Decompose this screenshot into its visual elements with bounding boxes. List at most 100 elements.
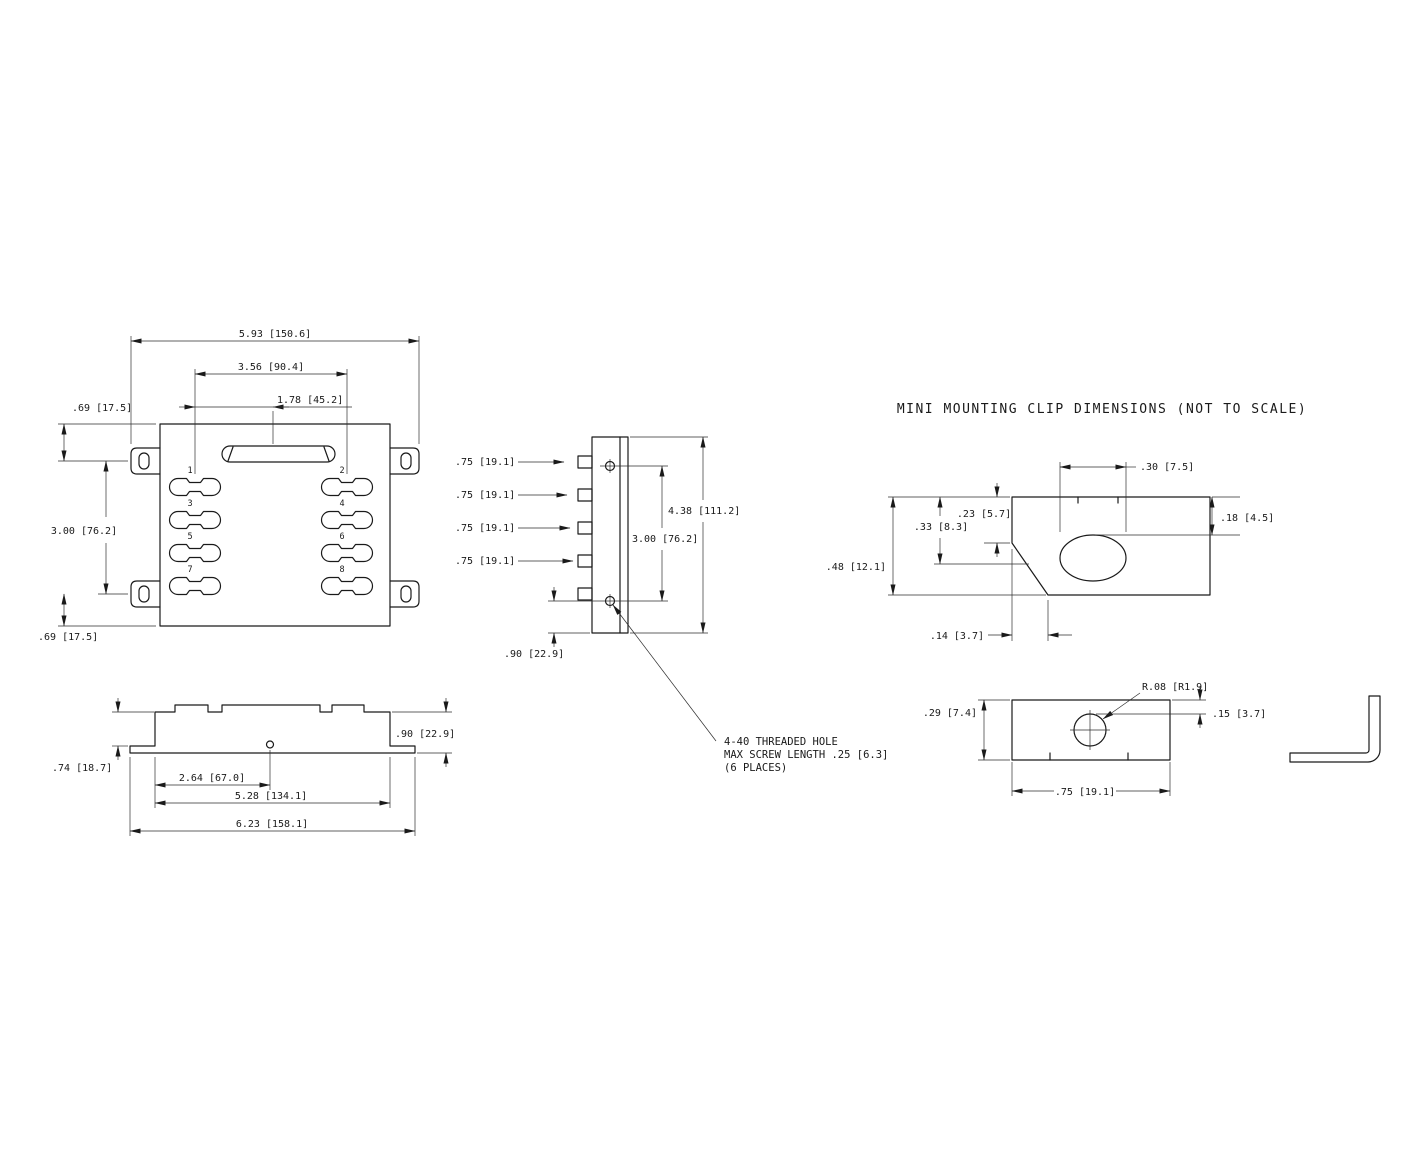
ear-hole-bottom-left — [138, 585, 150, 603]
dim-label-clip-overall-depth: .48 [12.1] — [826, 562, 886, 573]
dim-label-clip-front-lip: .23 [5.7] — [957, 509, 1011, 520]
bottom-view-part-outline — [129, 704, 416, 754]
slot-number-4: 4 — [339, 499, 344, 509]
dim-label-bottom-flange-height: .74 [18.7] — [52, 763, 112, 774]
dim-side-overall-height: 4.38 [111.2] — [630, 436, 740, 634]
bracket-body — [159, 423, 391, 627]
side-tab — [577, 554, 593, 568]
mounting-ear-bottom-right — [389, 580, 420, 608]
callout-line-3: (6 PLACES) — [724, 762, 787, 774]
dim-clip-front-lip: .23 [5.7] — [957, 483, 1011, 557]
dim-label-tab-spacing-4: .75 [19.1] — [455, 556, 515, 567]
dim-clip-edge-to-hole: .15 [3.7] — [1096, 686, 1266, 728]
side-view-part-outline — [577, 436, 629, 634]
threaded-hole-callout: 4-40 THREADED HOLE MAX SCREW LENGTH .25 … — [612, 604, 888, 774]
dim-label-clip-edge-to-hole: .15 [3.7] — [1212, 709, 1266, 720]
side-view: .75 [19.1] .75 [19.1] .75 [19.1] .75 [19… — [455, 436, 888, 774]
dim-clip-hole-radius: R.08 [R1.9] — [1102, 682, 1208, 720]
clip-top-view: R.08 [R1.9] .15 [3.7] .29 [7.4] .75 [19.… — [923, 682, 1266, 798]
dim-label-clip-hole-radius: R.08 [R1.9] — [1142, 682, 1208, 693]
dim-label-clip-strip-length: .75 [19.1] — [1055, 787, 1115, 798]
dim-label-tab-spacing-1: .75 [19.1] — [455, 457, 515, 468]
mounting-ear-top-left — [130, 447, 161, 475]
side-tab — [577, 488, 593, 502]
dim-label-bottom-body-width: 5.28 [134.1] — [235, 791, 307, 802]
dim-label-clip-hole-width: .30 [7.5] — [1140, 462, 1194, 473]
dim-clip-step: .33 [8.3] — [914, 496, 1029, 565]
dim-front-overall-width: 5.93 [150.6] — [130, 329, 420, 444]
side-tab — [577, 455, 593, 469]
top-slot-end-mark — [227, 446, 234, 462]
dim-side-hole-to-hole: 3.00 [76.2] — [548, 465, 698, 602]
slot-number-5: 5 — [187, 532, 192, 542]
fuse-slot-8 — [320, 576, 374, 596]
callout-line-1: 4-40 THREADED HOLE — [724, 736, 838, 748]
dim-label-side-bottom-offset: .90 [22.9] — [504, 649, 564, 660]
dim-bottom-overall-width: 6.23 [158.1] — [129, 757, 416, 836]
clip-l-profile — [1289, 695, 1381, 763]
dim-label-front-slot-columns-span: 3.56 [90.4] — [238, 362, 304, 373]
dim-clip-strip-length: .75 [19.1] — [1011, 762, 1171, 798]
side-tab — [577, 521, 593, 535]
center-hole — [265, 740, 275, 749]
dim-front-top-edge-to-ear: .69 [17.5] — [58, 403, 156, 462]
clip-side-view: .30 [7.5] .23 [5.7] .33 [8.3] .18 [4.5] … — [826, 462, 1274, 642]
dim-label-front-bottom-offset: .69 [17.5] — [38, 632, 98, 643]
dim-front-slot-columns-span: 3.56 [90.4] — [194, 362, 348, 474]
slot-number-3: 3 — [187, 499, 192, 509]
dim-side-hole-to-bottom: .90 [22.9] — [504, 587, 590, 660]
slot-number-6: 6 — [339, 532, 344, 542]
side-body — [591, 436, 629, 634]
clip-detail-title: MINI MOUNTING CLIP DIMENSIONS (NOT TO SC… — [897, 402, 1307, 417]
mounting-ear-bottom-left — [130, 580, 161, 608]
dim-side-tab-spacings: .75 [19.1] .75 [19.1] .75 [19.1] .75 [19… — [455, 457, 574, 567]
front-view: 1 2 3 4 5 6 7 8 5.93 [150.6] 3.56 [90.4] — [38, 329, 420, 643]
dim-label-clip-strip-width: .29 [7.4] — [923, 708, 977, 719]
dim-label-tab-spacing-2: .75 [19.1] — [455, 490, 515, 501]
clip-top-outline — [1011, 699, 1171, 761]
dim-bottom-flange-height: .74 [18.7] — [52, 698, 154, 774]
fuse-slot-3 — [168, 510, 222, 530]
dim-label-front-top-offset: .69 [17.5] — [72, 403, 132, 414]
dim-front-ear-to-bottom-edge: .69 [17.5] — [38, 593, 156, 643]
slot-number-1: 1 — [187, 466, 192, 476]
top-slot — [221, 445, 336, 463]
ear-hole-bottom-right — [400, 585, 412, 603]
bottom-view: .90 [22.9] .74 [18.7] 2.64 [67.0] 5.28 [… — [52, 698, 455, 836]
dim-label-clip-foot-run: .14 [3.7] — [930, 631, 984, 642]
slot-number-8: 8 — [339, 565, 344, 575]
clip-oval-hole — [1059, 534, 1127, 582]
dim-front-ear-to-ear: 3.00 [76.2] — [51, 460, 128, 595]
front-view-slot-numbers: 1 2 3 4 5 6 7 8 — [187, 466, 344, 575]
side-tab — [577, 587, 593, 601]
dim-front-slot-column-to-center: 1.78 [45.2] — [179, 395, 352, 444]
dim-clip-hole-width: .30 [7.5] — [1059, 462, 1194, 532]
dim-label-side-hole-spacing: 3.00 [76.2] — [632, 534, 698, 545]
clip-end-view — [1289, 695, 1381, 763]
clip-side-outline — [1011, 496, 1211, 596]
dim-bottom-body-width: 5.28 [134.1] — [154, 757, 391, 808]
dim-bottom-height: .90 [22.9] — [392, 698, 455, 767]
dim-label-bottom-height: .90 [22.9] — [395, 729, 455, 740]
dim-label-clip-back-lip: .18 [4.5] — [1220, 513, 1274, 524]
dim-clip-overall-depth: .48 [12.1] — [826, 496, 1046, 596]
dim-clip-back-lip: .18 [4.5] — [1095, 496, 1274, 536]
slot-number-7: 7 — [187, 565, 192, 575]
fuse-slot-4 — [320, 510, 374, 530]
fuse-slot-6 — [320, 543, 374, 563]
dim-label-side-overall-height: 4.38 [111.2] — [668, 506, 740, 517]
dim-label-bottom-overall-width: 6.23 [158.1] — [236, 819, 308, 830]
dim-label-bottom-hole-offset: 2.64 [67.0] — [179, 773, 245, 784]
dim-label-front-half-span: 1.78 [45.2] — [277, 395, 343, 406]
fuse-slot-7 — [168, 576, 222, 596]
dim-clip-strip-width: .29 [7.4] — [923, 699, 1010, 761]
mounting-ear-top-right — [389, 447, 420, 475]
top-slot-end-mark — [323, 446, 330, 462]
dim-label-tab-spacing-3: .75 [19.1] — [455, 523, 515, 534]
callout-line-2: MAX SCREW LENGTH .25 [6.3] — [724, 749, 888, 761]
dim-label-front-ear-spacing: 3.00 [76.2] — [51, 526, 117, 537]
front-view-part-outline — [130, 423, 420, 627]
dim-clip-foot-run: .14 [3.7] — [930, 549, 1072, 642]
dim-label-front-overall-width: 5.93 [150.6] — [239, 329, 311, 340]
